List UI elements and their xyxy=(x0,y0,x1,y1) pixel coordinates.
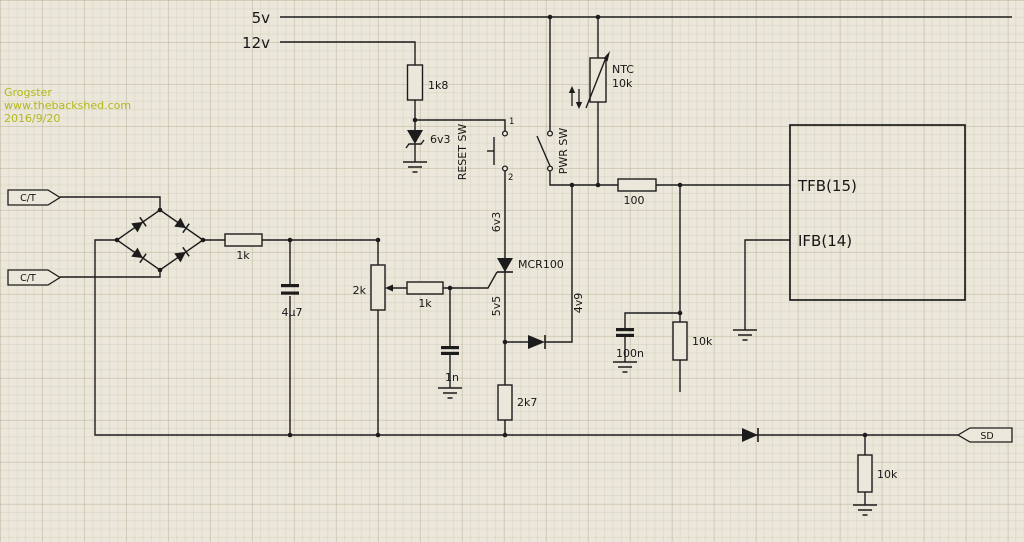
watermark-site: www.thebackshed.com xyxy=(4,99,131,112)
watermark: Grogster www.thebackshed.com 2016/9/20 xyxy=(4,86,131,125)
label-r1k8: 1k8 xyxy=(428,79,448,92)
cap-1n-plates xyxy=(441,346,459,355)
bridge-rectifier xyxy=(131,216,190,264)
wire-ct-bottom xyxy=(60,270,161,278)
ground-100n xyxy=(613,361,637,373)
label-r1k-gate: 1k xyxy=(418,297,432,310)
label-ct-bottom: C/T xyxy=(20,273,36,284)
label-reset-sw: RESET SW xyxy=(456,124,469,181)
wire-bridge-diamond xyxy=(115,209,205,271)
wire-ct-top xyxy=(60,196,161,210)
label-ntc-name: NTC xyxy=(612,63,634,76)
sd-line-diode xyxy=(742,428,759,442)
watermark-date: 2016/9/20 xyxy=(4,112,60,125)
label-reset-pin1: 1 xyxy=(509,117,514,127)
label-net-6v3: 6v3 xyxy=(490,212,503,233)
label-12v: 12v xyxy=(242,34,270,52)
ground-1n xyxy=(438,387,462,399)
watermark-author: Grogster xyxy=(4,86,52,99)
resistor-1k-input-body xyxy=(224,233,263,247)
pot-2k-body xyxy=(370,264,386,311)
resistor-1k-gate-body xyxy=(406,281,444,295)
resistor-10k-sd-body xyxy=(857,454,873,493)
label-sd: SD xyxy=(980,431,993,442)
resistor-100-body xyxy=(617,178,657,192)
labels: 5v 12v 1k8 6v3 RESET SW PWR SW 1 2 NTC 1… xyxy=(20,9,994,481)
ct-connector-top xyxy=(7,189,62,206)
label-pwr-sw: PWR SW xyxy=(557,128,570,175)
junction-dots xyxy=(114,14,868,438)
label-reset-pin2: 2 xyxy=(508,173,513,183)
ground-zener xyxy=(403,161,427,173)
label-ic-ifb: IFB(14) xyxy=(798,232,852,250)
power-switch-symbol xyxy=(536,130,554,172)
reset-switch-symbol xyxy=(487,130,509,172)
label-c100n: 100n xyxy=(616,347,644,360)
label-net-5v5: 5v5 xyxy=(490,296,503,317)
resistor-10k-filter-body xyxy=(672,321,688,361)
wire-bottom-rail xyxy=(94,239,958,436)
label-ct-top: C/T xyxy=(20,193,36,204)
wire-ifb xyxy=(744,239,790,330)
wire-reset-top xyxy=(415,119,506,131)
pot-wiper-arrow xyxy=(385,284,393,292)
symbols xyxy=(131,51,877,516)
wire-supply-diode xyxy=(505,185,573,343)
wire-tfb-net xyxy=(549,171,790,186)
label-ntc-value: 10k xyxy=(612,77,633,90)
wire-100n-top xyxy=(624,312,680,328)
label-net-4v9: 4v9 xyxy=(572,293,585,314)
resistor-2k7-body xyxy=(497,384,513,421)
label-r1k-input: 1k xyxy=(236,249,250,262)
label-zener-6v3: 6v3 xyxy=(430,133,451,146)
label-r100: 100 xyxy=(624,194,645,207)
label-5v: 5v xyxy=(252,9,271,27)
wire-12v xyxy=(280,41,416,130)
label-ic-tfb: TFB(15) xyxy=(797,177,857,195)
label-r10k-filter: 10k xyxy=(692,335,713,348)
ic-box xyxy=(789,124,966,301)
label-scr: MCR100 xyxy=(518,258,564,271)
ground-symbols xyxy=(403,161,877,516)
scr-mcr100 xyxy=(497,258,513,273)
cap-4u7-plates xyxy=(281,284,299,295)
ground-10k-sd xyxy=(853,504,877,516)
updown-arrows-icon xyxy=(568,86,583,109)
zener-6v3 xyxy=(405,130,425,149)
label-r2k7: 2k7 xyxy=(517,396,537,409)
label-c1n: 1n xyxy=(445,371,459,384)
supply-diode xyxy=(528,335,546,349)
label-pot2k: 2k xyxy=(353,284,367,297)
sd-connector xyxy=(956,427,1013,443)
component-bodies xyxy=(224,57,873,493)
resistor-1k8-body xyxy=(406,64,424,101)
ground-ifb xyxy=(733,329,757,341)
cap-100n-plates xyxy=(616,328,634,337)
ct-connector-bottom xyxy=(7,269,62,286)
wires xyxy=(60,16,1012,505)
ntc-arrow xyxy=(585,51,610,109)
label-c4u7: 4µ7 xyxy=(282,306,303,319)
wire-gate xyxy=(443,271,498,289)
label-r10k-sd: 10k xyxy=(877,468,898,481)
